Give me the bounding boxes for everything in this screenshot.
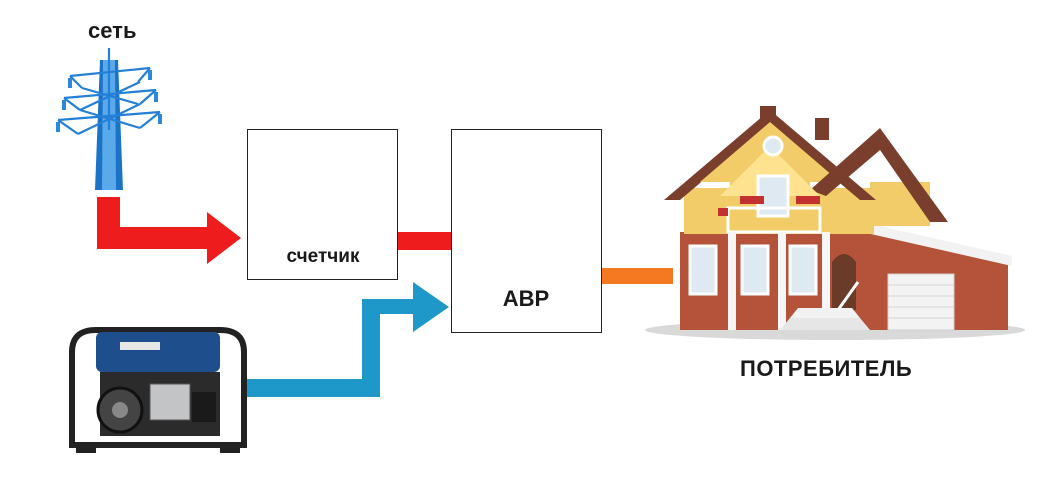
ats-box xyxy=(451,129,602,333)
ats-to-house-link xyxy=(601,268,673,284)
ats-label: АВР xyxy=(502,286,550,311)
generator-icon xyxy=(69,327,247,453)
generator-to-ats-arrow xyxy=(245,282,449,397)
house-icon xyxy=(645,106,1025,340)
power-pylon-icon xyxy=(56,48,162,190)
consumer-label: ПОТРЕБИТЕЛЬ xyxy=(740,356,913,381)
grid-label: сеть xyxy=(88,18,137,43)
grid-to-meter-arrow xyxy=(97,197,241,264)
meter-label: счетчик xyxy=(286,246,360,267)
meter-box xyxy=(247,129,398,280)
meter-to-ats-link xyxy=(397,232,452,250)
